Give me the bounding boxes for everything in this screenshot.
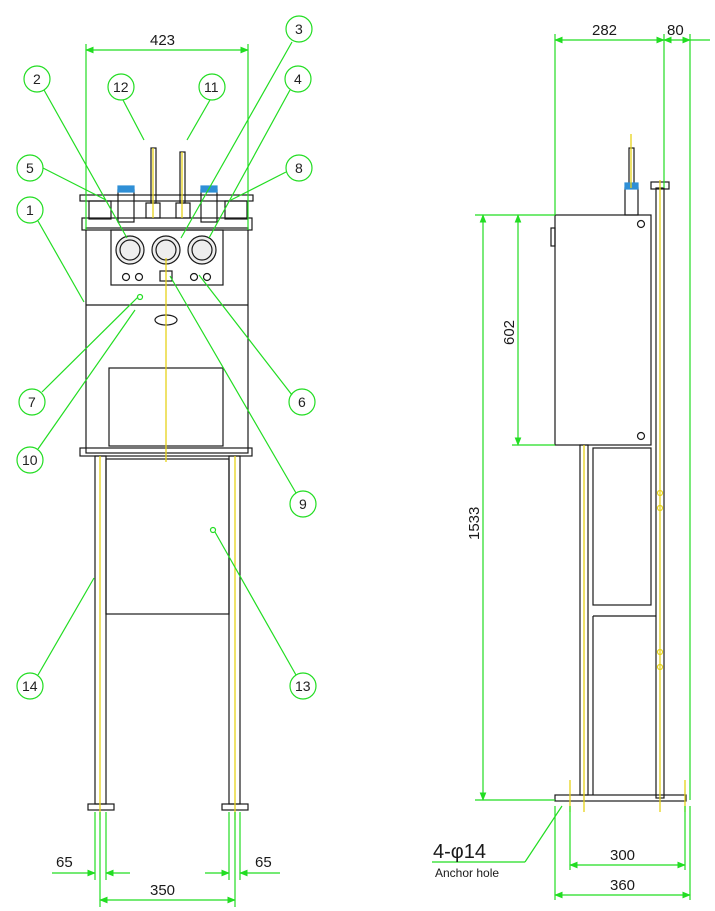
front-view <box>79 147 254 811</box>
callout-6: 6 <box>298 394 306 410</box>
side-dimensions <box>432 34 710 900</box>
indicator-lamp <box>121 272 131 282</box>
callout-14: 14 <box>22 678 38 694</box>
callout-10: 10 <box>22 452 38 468</box>
cabinet-body <box>85 227 249 454</box>
callout-1: 1 <box>26 202 34 218</box>
top-mounting-bar <box>79 194 254 202</box>
callout-9: 9 <box>299 496 307 512</box>
dim-base-width: 360 <box>610 877 635 894</box>
callout-11: 11 <box>204 79 219 95</box>
callout-7: 7 <box>28 394 36 410</box>
anchor-hole-note: Anchor hole <box>435 866 499 880</box>
dim-leg-offset-left: 65 <box>56 854 73 871</box>
indicator-lamp <box>134 272 144 282</box>
callout-labels: 1 2 3 4 5 6 7 8 9 10 11 12 13 14 <box>22 21 311 694</box>
dim-cabinet-height: 602 <box>501 320 518 345</box>
side-view <box>550 147 687 802</box>
stand-frame <box>105 458 230 615</box>
callout-4: 4 <box>294 71 302 87</box>
side-cabinet-body <box>554 214 652 446</box>
fitting-left <box>117 185 135 193</box>
foot-plate-left <box>87 803 115 811</box>
dim-cabinet-depth: 282 <box>592 22 617 39</box>
dim-leg-offset-right: 65 <box>255 854 272 871</box>
dim-overall-width: 423 <box>150 32 175 49</box>
indicator-lamp <box>189 272 199 282</box>
callout-5: 5 <box>26 160 34 176</box>
callout-12: 12 <box>113 79 129 95</box>
dim-leg-spacing: 350 <box>150 882 175 899</box>
dim-rear-offset: 80 <box>667 22 684 39</box>
callout-3: 3 <box>295 21 303 37</box>
callout-13: 13 <box>295 678 311 694</box>
indicator-lamp <box>202 272 212 282</box>
front-dimensions <box>16 15 317 907</box>
gauge-panel <box>110 229 224 286</box>
callout-2: 2 <box>33 71 41 87</box>
front-centerlines <box>99 148 236 820</box>
side-centerlines <box>569 134 686 812</box>
anchor-hole-spec: 4-φ14 <box>433 841 486 863</box>
dim-anchor-spacing: 300 <box>610 847 635 864</box>
callout-8: 8 <box>295 160 303 176</box>
side-base-plate <box>554 794 687 802</box>
side-stand-frame <box>592 447 652 606</box>
dim-total-height: 1533 <box>466 507 483 540</box>
